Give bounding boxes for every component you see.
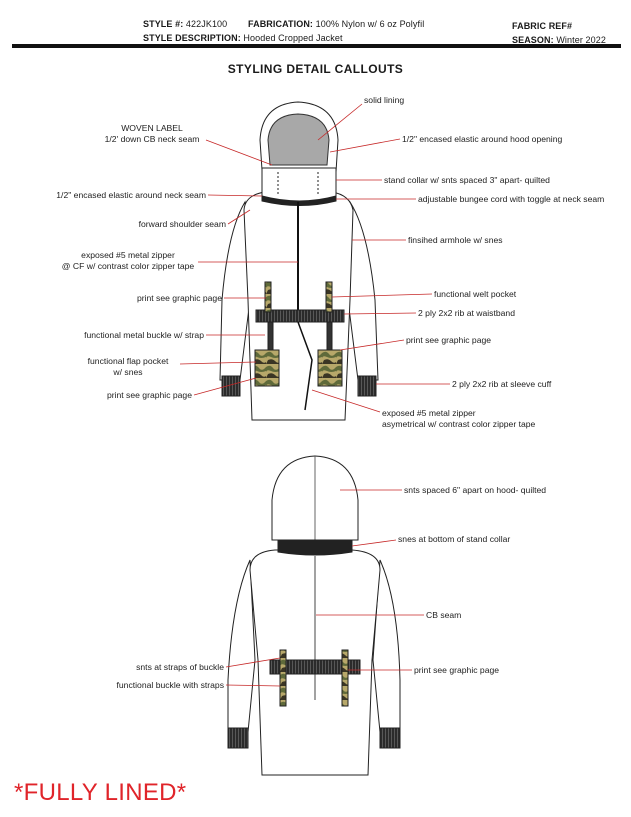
front-strap-right (325, 281, 333, 313)
style-description: STYLE DESCRIPTION: Hooded Cropped Jacket (143, 33, 343, 43)
back-jacket (227, 455, 401, 776)
neck-elastic (261, 195, 337, 206)
back-strap-left (279, 649, 287, 707)
page-title: STYLING DETAIL CALLOUTS (227, 62, 404, 76)
front-pocket-right (317, 349, 343, 387)
front-left-cuff (221, 375, 241, 397)
callout-lines (179, 103, 450, 687)
fully-lined-note: *FULLY LINED* (14, 779, 187, 806)
front-jacket (219, 101, 379, 421)
callout-solid-lining: solid lining (364, 95, 405, 105)
callout-buckle: functional metal buckle w/ strap (84, 330, 204, 340)
back-strap-right (341, 649, 349, 707)
front-stand-collar (261, 167, 337, 202)
callout-shoulder: forward shoulder seam (138, 219, 226, 229)
style-number: STYLE #: 422JK100 (143, 19, 228, 29)
callout-strap-snts: snts at straps of buckle (136, 662, 224, 672)
back-waistband (269, 659, 361, 675)
callout-bungee: adjustable bungee cord with toggle at ne… (418, 194, 605, 204)
callout-waistband: 2 ply 2x2 rib at waistband (418, 308, 515, 318)
callout-collar-snes: snes at bottom of stand collar (398, 534, 511, 544)
callout-hood-elastic: 1/2" encased elastic around hood opening (402, 134, 563, 144)
callout-neck-elastic: 1/2" encased elastic around neck seam (56, 190, 206, 200)
callout-back-graphic: print see graphic page (414, 665, 500, 675)
back-collar-band (277, 539, 353, 556)
front-waistband (255, 309, 345, 323)
callout-hood-snts: snts spaced 6" apart on hood- quilted (404, 485, 547, 495)
front-right-cuff (357, 375, 377, 397)
callout-welt-pocket: functional welt pocket (434, 289, 517, 299)
front-pocket-left (254, 349, 280, 387)
fabrication: FABRICATION: 100% Nylon w/ 6 oz Polyfil (248, 19, 425, 29)
hood-lining (267, 113, 330, 166)
callout-graphic-3: print see graphic page (106, 390, 192, 400)
callout-stand-collar: stand collar w/ snts spaced 3" apart- qu… (384, 175, 550, 185)
callout-cf-zipper: exposed #5 metal zipper@ CF w/ contrast … (61, 250, 195, 271)
front-strap-left (264, 281, 272, 313)
callout-sleeve-cuff: 2 ply 2x2 rib at sleeve cuff (452, 379, 552, 389)
fabric-ref: FABRIC REF# (512, 21, 573, 31)
callout-graphic-2: print see graphic page (406, 335, 492, 345)
callout-cb-seam: CB seam (426, 610, 462, 620)
callout-graphic-1: print see graphic page (136, 293, 222, 303)
callout-back-buckle: functional buckle with straps (116, 680, 224, 690)
asym-zipper (297, 321, 313, 411)
header-rule (12, 44, 621, 48)
callout-armhole: finsihed armhole w/ snes (408, 235, 503, 245)
season: SEASON: Winter 2022 (512, 35, 606, 45)
